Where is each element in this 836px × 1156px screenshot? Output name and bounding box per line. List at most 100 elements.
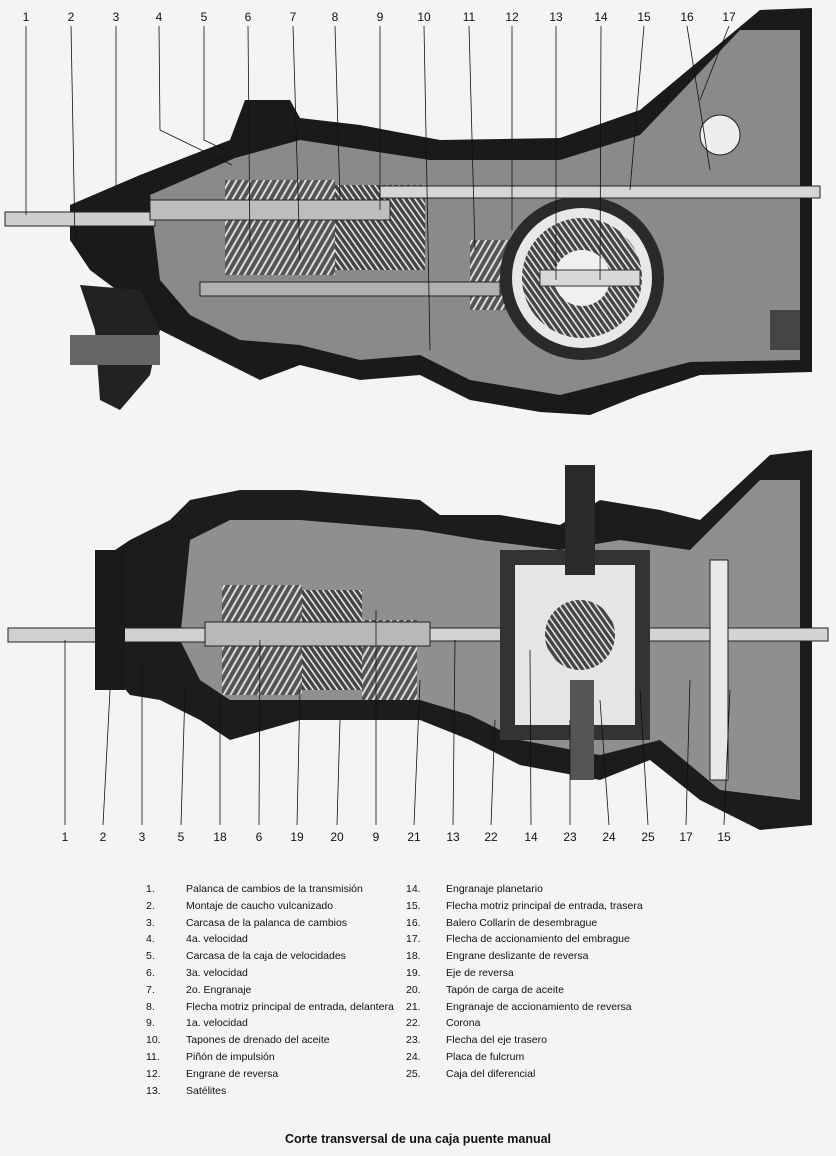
top-callout-6: 6 bbox=[244, 10, 252, 24]
top-callout-12: 12 bbox=[505, 10, 519, 24]
figure-caption: Corte transversal de una caja puente man… bbox=[284, 1132, 552, 1146]
legend-number: 14. bbox=[406, 883, 421, 895]
legend-item: 15.Flecha motriz principal de entrada, t… bbox=[400, 898, 643, 915]
legend-number: 5. bbox=[146, 950, 155, 963]
legend-item: 7. 2o. Engranaje bbox=[140, 982, 394, 999]
legend-text: 3a. velocidad bbox=[186, 966, 248, 979]
legend-item: 2.Montaje de caucho vulcanizado bbox=[140, 898, 394, 915]
legend-number: 7. bbox=[146, 983, 155, 996]
bottom-callout-2: 2 bbox=[99, 830, 107, 844]
legend-item: 5. Carcasa de la caja de velocidades bbox=[140, 948, 394, 965]
legend-number: 13. bbox=[146, 1084, 161, 1097]
legend-right-column: 14. Engranaje planetario 15.Flecha motriz… bbox=[400, 881, 643, 1083]
bottom-callout-14: 14 bbox=[524, 830, 538, 844]
legend-item: 13. Satélites bbox=[140, 1083, 394, 1100]
legend-text: Flecha de accionamiento del embrague bbox=[446, 933, 630, 946]
legend-text: Placa de fulcrum bbox=[446, 1050, 525, 1063]
top-callout-1: 1 bbox=[22, 10, 30, 24]
bottom-callout-1: 1 bbox=[61, 830, 69, 844]
bottom-callout-20: 20 bbox=[330, 830, 344, 844]
legend-item: 12.Engrane de reversa bbox=[140, 1066, 394, 1083]
legend-text: Flecha motriz principal de entrada, dela… bbox=[186, 1000, 394, 1013]
legend-item: 14. Engranaje planetario bbox=[400, 881, 643, 898]
legend-text: 1a. velocidad bbox=[186, 1017, 248, 1030]
bottom-callout-18: 18 bbox=[213, 830, 227, 844]
legend-number: 10. bbox=[146, 1034, 161, 1047]
legend-number: 4. bbox=[146, 933, 155, 946]
legend-number: 6. bbox=[146, 966, 155, 979]
top-callout-10: 10 bbox=[417, 10, 431, 24]
legend-item: 4. 4a. velocidad bbox=[140, 931, 394, 948]
legend-number: 17. bbox=[406, 933, 421, 946]
legend-number: 1. bbox=[146, 883, 155, 895]
legend-number: 3. bbox=[146, 916, 155, 929]
top-callout-14: 14 bbox=[594, 10, 608, 24]
top-callout-9: 9 bbox=[376, 10, 384, 24]
legend-text: Flecha del eje trasero bbox=[446, 1034, 547, 1047]
legend-item: 17. Flecha de accionamiento del embrague bbox=[400, 931, 643, 948]
legend-number: 11. bbox=[146, 1050, 160, 1063]
bottom-callout-19: 19 bbox=[290, 830, 304, 844]
legend-text: Engranaje planetario bbox=[446, 883, 543, 895]
legend-item: 24. Placa de fulcrum bbox=[400, 1049, 643, 1066]
legend-text: Carcasa de la palanca de cambios bbox=[186, 916, 348, 929]
legend-number: 21. bbox=[406, 1000, 421, 1013]
legend-text: Engranaje de accionamiento de reversa bbox=[446, 1000, 632, 1013]
bottom-callout-22: 22 bbox=[484, 830, 498, 844]
bottom-callout-3: 3 bbox=[138, 830, 146, 844]
top-cutaway-illustration bbox=[4, 8, 821, 415]
legend-text: Tapón de carga de aceite bbox=[446, 983, 564, 996]
top-callout-13: 13 bbox=[549, 10, 563, 24]
bottom-callout-6: 6 bbox=[255, 830, 263, 844]
legend-text: Corona bbox=[446, 1017, 481, 1030]
legend-text: Balero Collarín de desembrague bbox=[446, 916, 598, 929]
legend-item: 10.Tapones de drenado del aceite bbox=[140, 1032, 394, 1049]
top-callout-11: 11 bbox=[462, 10, 476, 24]
legend-item: 23. Flecha del eje trasero bbox=[400, 1032, 643, 1049]
legend-number: 8. bbox=[146, 1000, 155, 1013]
bottom-callout-13: 13 bbox=[446, 830, 460, 844]
legend-left-column: 1.Palanca de cambios de la transmisión 2… bbox=[140, 881, 394, 1099]
legend-number: 22. bbox=[406, 1017, 421, 1030]
legend-number: 18. bbox=[406, 950, 421, 963]
top-callout-4: 4 bbox=[155, 10, 163, 24]
bottom-callout-25: 25 bbox=[641, 830, 655, 844]
legend-item: 21. Engranaje de accionamiento de reversa bbox=[400, 999, 643, 1016]
top-callout-17: 17 bbox=[722, 10, 736, 24]
legend-text: Engrane deslizante de reversa bbox=[446, 950, 589, 963]
bottom-callout-9: 9 bbox=[372, 830, 380, 844]
legend-item: 8. Flecha motriz principal de entrada, de… bbox=[140, 999, 394, 1016]
bottom-cutaway-illustration bbox=[7, 450, 829, 830]
bottom-callout-21: 21 bbox=[407, 830, 421, 844]
bottom-callout-24: 24 bbox=[602, 830, 616, 844]
bottom-callout-23: 23 bbox=[563, 830, 577, 844]
legend-item: 19.Eje de reversa bbox=[400, 965, 643, 982]
legend-text: Satélites bbox=[186, 1084, 227, 1097]
legend-item: 20.Tapón de carga de aceite bbox=[400, 982, 643, 999]
legend-number: 9. bbox=[146, 1017, 155, 1030]
legend-item: 11.Piñón de impulsión bbox=[140, 1049, 394, 1066]
legend-item: 9. 1a. velocidad bbox=[140, 1015, 394, 1032]
legend-item: 16.Balero Collarín de desembrague bbox=[400, 915, 643, 932]
legend-text: Montaje de caucho vulcanizado bbox=[186, 899, 334, 912]
legend-text: Eje de reversa bbox=[446, 966, 514, 979]
legend-item: 25.Caja del diferencial bbox=[400, 1066, 643, 1083]
legend-text: 2o. Engranaje bbox=[186, 983, 252, 996]
legend-text: Flecha motriz principal de entrada, tras… bbox=[446, 899, 643, 912]
legend-number: 24. bbox=[406, 1050, 421, 1063]
top-callout-16: 16 bbox=[680, 10, 694, 24]
legend-number: 23. bbox=[406, 1034, 421, 1047]
top-callout-8: 8 bbox=[331, 10, 339, 24]
legend-text: Carcasa de la caja de velocidades bbox=[186, 950, 346, 963]
top-callout-7: 7 bbox=[289, 10, 297, 24]
legend-item: 22. Corona bbox=[400, 1015, 643, 1032]
top-callout-2: 2 bbox=[67, 10, 75, 24]
top-callout-15: 15 bbox=[637, 10, 651, 24]
legend-item: 3. Carcasa de la palanca de cambios bbox=[140, 915, 394, 932]
bottom-callout-17: 17 bbox=[679, 830, 693, 844]
legend-text: 4a. velocidad bbox=[186, 933, 248, 946]
legend-item: 6. 3a. velocidad bbox=[140, 965, 394, 982]
legend-text: Caja del diferencial bbox=[446, 1067, 536, 1080]
top-callout-3: 3 bbox=[112, 10, 120, 24]
top-callout-5: 5 bbox=[200, 10, 208, 24]
